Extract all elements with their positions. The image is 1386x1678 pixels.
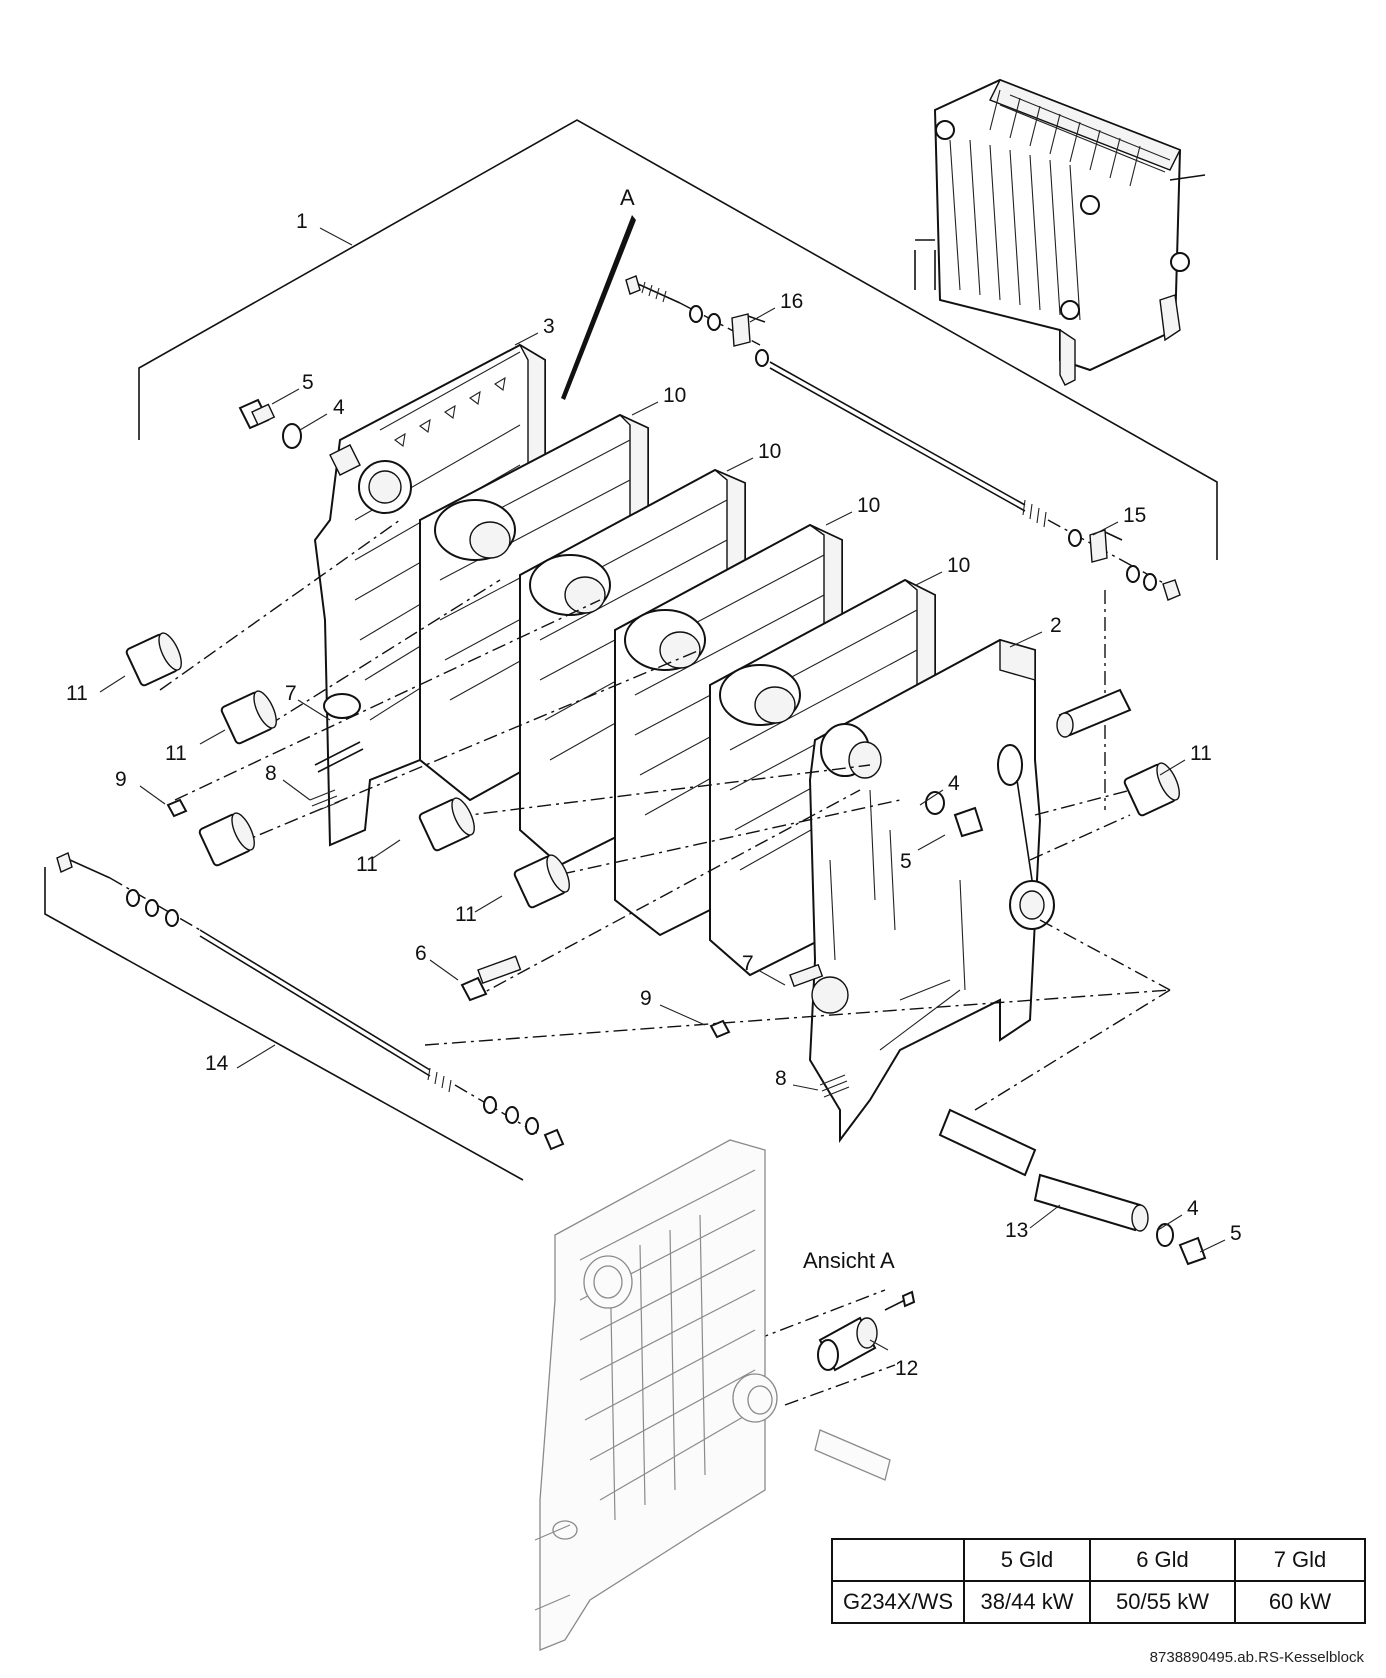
- callout-c4c: 4: [1187, 1197, 1199, 1220]
- centerlines: [159, 519, 1171, 1406]
- nipples-11: [125, 632, 1180, 909]
- callouts: [99, 227, 1226, 1351]
- callout-c4b: 4: [948, 772, 960, 795]
- callout-c11a: 11: [66, 682, 88, 705]
- callout-c5b: 5: [900, 850, 912, 873]
- callout-c6: 6: [415, 942, 427, 965]
- callout-c8b: 8: [775, 1067, 787, 1090]
- callout-c10b: 10: [758, 440, 781, 463]
- nut-9-left: [166, 798, 188, 818]
- nut-9-right: [709, 1019, 731, 1039]
- table-cell: G234X/WS: [831, 1580, 965, 1624]
- callout-c11b: 11: [165, 742, 187, 765]
- plug-5-bottom: [1156, 1223, 1207, 1266]
- table-header-row: 5 Gld 6 Gld 7 Gld: [831, 1538, 1366, 1582]
- callout-c16: 16: [780, 290, 803, 313]
- table-row: G234X/WS 38/44 kW 50/55 kW 60 kW: [831, 1580, 1366, 1624]
- assembly-bracket-1: [138, 119, 1218, 560]
- callout-c13: 13: [1005, 1219, 1028, 1242]
- callout-c15: 15: [1123, 504, 1146, 527]
- table-cell: 5 Gld: [963, 1538, 1091, 1582]
- tube-13: [938, 1108, 1149, 1232]
- callout-c11e: 11: [455, 903, 477, 926]
- callout-c9b: 9: [640, 987, 652, 1010]
- callout-c9a: 9: [115, 768, 127, 791]
- callout-c11d: 11: [356, 853, 378, 876]
- callout-c5a: 5: [302, 371, 314, 394]
- callout-c12: 12: [895, 1357, 918, 1380]
- assembled-block-overview: [914, 78, 1206, 386]
- callout-c1: 1: [296, 210, 308, 233]
- view-a-label: Ansicht A: [803, 1248, 895, 1273]
- stud-8-left: [309, 789, 340, 813]
- threaded-nipple: [1056, 688, 1132, 738]
- stud-7-right: [789, 963, 824, 988]
- bolt-6: [460, 955, 522, 1002]
- callout-c5c: 5: [1230, 1222, 1242, 1245]
- table-cell: 50/55 kW: [1089, 1580, 1236, 1624]
- table-cell: 38/44 kW: [963, 1580, 1091, 1624]
- callout-c14: 14: [205, 1052, 229, 1075]
- view-a-section: [534, 1139, 778, 1651]
- callout-c4a: 4: [333, 396, 345, 419]
- view-letter-a: A: [620, 185, 635, 210]
- callout-c7b: 7: [742, 952, 754, 975]
- tie-rod-top: [625, 275, 1181, 601]
- table-cell: 60 kW: [1234, 1580, 1366, 1624]
- callout-c2: 2: [1050, 614, 1062, 637]
- callout-c8a: 8: [265, 762, 277, 785]
- callout-c10c: 10: [857, 494, 880, 517]
- drawing-number: 8738890495.ab.RS-Kesselblock: [1149, 1649, 1364, 1666]
- table-cell: 6 Gld: [1089, 1538, 1236, 1582]
- callout-c10d: 10: [947, 554, 970, 577]
- callout-c3: 3: [543, 315, 555, 338]
- tie-rod-bottom: [44, 852, 565, 1181]
- output-table: 5 Gld 6 Gld 7 Gld G234X/WS 38/44 kW 50/5…: [831, 1538, 1366, 1624]
- view-arrow: [561, 215, 636, 400]
- table-cell: 7 Gld: [1234, 1538, 1366, 1582]
- stud-8-right: [819, 1074, 850, 1098]
- table-cell: [831, 1538, 965, 1582]
- stud-7-left: [314, 693, 364, 773]
- tube-piece-view-a: [814, 1429, 891, 1481]
- callout-c10a: 10: [663, 384, 686, 407]
- callout-c11c: 11: [1190, 742, 1212, 765]
- callout-c7a: 7: [285, 682, 297, 705]
- plug-5-top: [238, 398, 302, 449]
